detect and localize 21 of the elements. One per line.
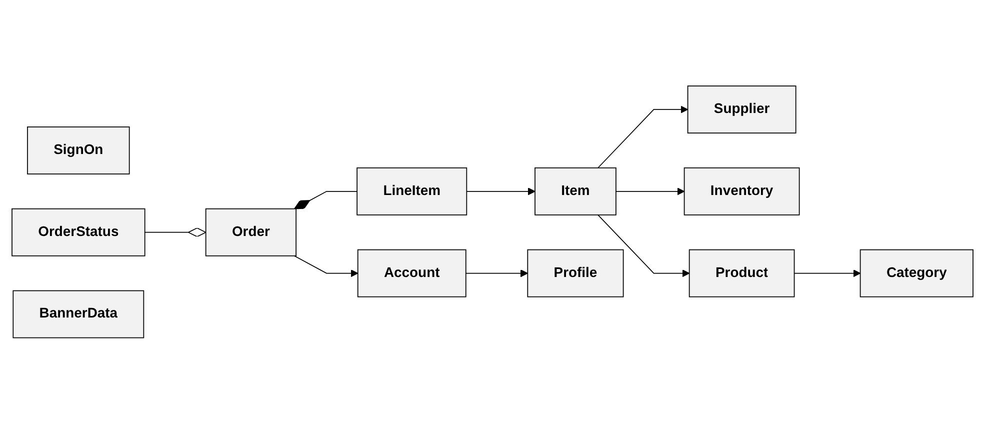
node-box: OrderStatus: [12, 208, 146, 256]
connector: [144, 228, 206, 238]
node-box: SignOn: [27, 126, 130, 175]
arrow: [294, 256, 358, 278]
arrow: [466, 188, 536, 196]
arrow: [598, 106, 688, 168]
node-box: Order: [205, 208, 296, 256]
node-box: Item: [534, 168, 616, 216]
connector: [294, 191, 358, 210]
node-box: Account: [357, 249, 466, 298]
node-box: Category: [860, 249, 974, 298]
node-box: LineItem: [356, 168, 468, 216]
arrow: [465, 270, 528, 278]
arrow: [616, 188, 685, 196]
node-box: BannerData: [12, 290, 144, 338]
arrow: [794, 270, 861, 278]
arrow: [598, 214, 690, 278]
node-box: Profile: [527, 249, 624, 298]
node-box: Product: [688, 249, 795, 298]
node-box: Supplier: [687, 86, 796, 134]
node-box: Inventory: [684, 168, 800, 216]
